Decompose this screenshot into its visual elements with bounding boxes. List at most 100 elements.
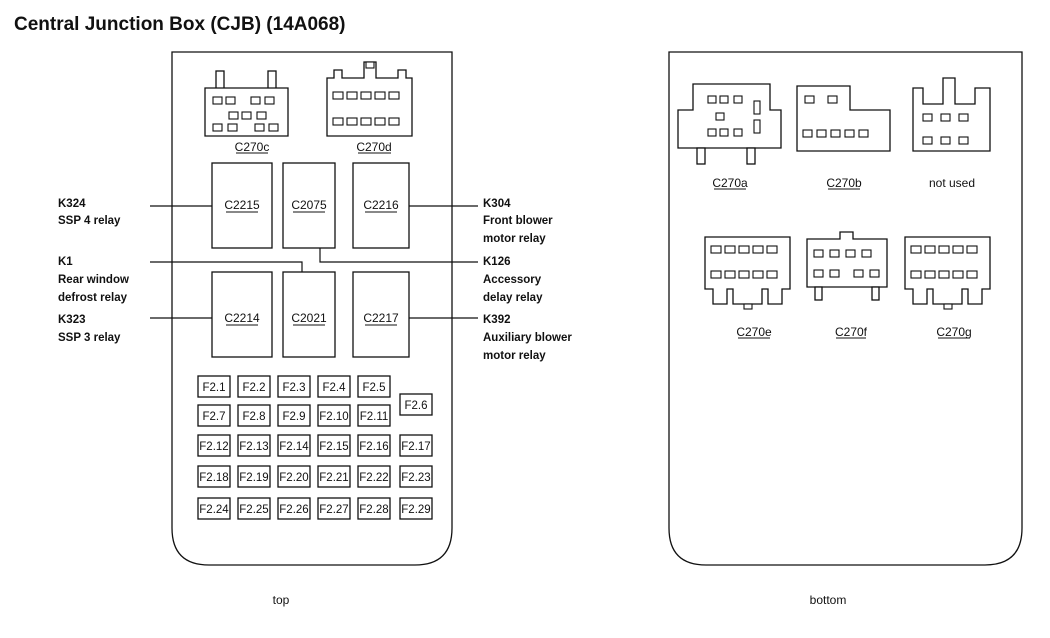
callout-id: K324 bbox=[58, 198, 86, 210]
fuse-label: F2.29 bbox=[401, 504, 430, 516]
fuse: F2.13 bbox=[237, 434, 271, 457]
fuse: F2.1 bbox=[197, 375, 231, 398]
relay-c2075: C2075 bbox=[282, 162, 336, 249]
fuse: F2.8 bbox=[237, 404, 271, 427]
fuse: F2.5 bbox=[357, 375, 391, 398]
fuse-box bbox=[399, 497, 433, 520]
fuse: F2.26 bbox=[277, 497, 311, 520]
fuse-box bbox=[357, 434, 391, 457]
callout-k1: K1 Rear window defrost relay bbox=[58, 256, 129, 304]
connector-c270d: C270d bbox=[326, 61, 413, 154]
fuse-label: F2.22 bbox=[359, 472, 388, 484]
connector-label-c270f: C270f bbox=[835, 325, 868, 339]
leader-lines bbox=[150, 205, 478, 319]
callout-desc: Rear window bbox=[58, 274, 129, 286]
connector-c270g: C270g bbox=[904, 236, 991, 339]
fuse-box bbox=[237, 465, 271, 488]
relay-c2021: C2021 bbox=[282, 271, 336, 358]
connector-c270e: C270e bbox=[704, 236, 791, 339]
connector-label-not-used: not used bbox=[929, 176, 975, 190]
fuse-box bbox=[277, 375, 311, 398]
view-label-bottom: bottom bbox=[810, 593, 847, 607]
connector-label-c270e: C270e bbox=[736, 325, 772, 339]
connector-label-c270c: C270c bbox=[235, 140, 270, 154]
relay-label-c2217: C2217 bbox=[363, 311, 399, 325]
connector-c270c: C270c bbox=[204, 70, 289, 154]
fuse: F2.24 bbox=[197, 497, 231, 520]
callout-k392: K392 Auxiliary blower motor relay bbox=[483, 314, 572, 362]
relay-label-c2215: C2215 bbox=[224, 198, 260, 212]
fuse-label: F2.10 bbox=[319, 411, 348, 423]
fuse-label: F2.15 bbox=[319, 441, 348, 453]
relay-c2215: C2215 bbox=[211, 162, 273, 249]
callout-desc: SSP 3 relay bbox=[58, 332, 121, 344]
callout-id: K1 bbox=[58, 256, 73, 268]
fuse-box bbox=[317, 375, 351, 398]
callout-id: K304 bbox=[483, 198, 511, 210]
fuse-label: F2.27 bbox=[319, 504, 348, 516]
callout-k323: K323 SSP 3 relay bbox=[58, 314, 121, 344]
fuse-label: F2.8 bbox=[242, 411, 265, 423]
connector-label-c270a: C270a bbox=[712, 176, 748, 190]
fuse: F2.7 bbox=[197, 404, 231, 427]
fuse-box bbox=[237, 375, 271, 398]
fuse-box bbox=[277, 465, 311, 488]
fuse-label: F2.4 bbox=[322, 382, 346, 394]
relay-c2216: C2216 bbox=[352, 162, 410, 249]
fuse: F2.21 bbox=[317, 465, 351, 488]
fuse: F2.11 bbox=[357, 404, 391, 427]
callout-id: K392 bbox=[483, 314, 511, 326]
callout-k126: K126 Accessory delay relay bbox=[483, 256, 543, 304]
fuse-label: F2.7 bbox=[202, 411, 225, 423]
relay-label-c2075: C2075 bbox=[291, 198, 327, 212]
relay-label-c2216: C2216 bbox=[363, 198, 399, 212]
callout-desc: SSP 4 relay bbox=[58, 215, 121, 227]
relay-c2217: C2217 bbox=[352, 271, 410, 358]
fuse-label: F2.9 bbox=[282, 411, 305, 423]
callout-desc: defrost relay bbox=[58, 292, 128, 304]
fuse-box bbox=[357, 404, 391, 427]
fuse-label: F2.6 bbox=[404, 400, 427, 412]
connector-c270f: C270f bbox=[806, 231, 888, 339]
callout-desc: motor relay bbox=[483, 350, 546, 362]
connector-label-c270b: C270b bbox=[826, 176, 862, 190]
fuse: F2.6 bbox=[399, 393, 433, 416]
fuse-label: F2.1 bbox=[202, 382, 225, 394]
callout-desc: delay relay bbox=[483, 292, 543, 304]
callout-k324: K324 SSP 4 relay bbox=[58, 198, 121, 227]
fuse: F2.27 bbox=[317, 497, 351, 520]
fuse-box bbox=[357, 375, 391, 398]
bottom-view-panel bbox=[668, 51, 1023, 566]
fuse-label: F2.21 bbox=[319, 472, 348, 484]
fuse-label: F2.17 bbox=[401, 441, 430, 453]
fuse-label: F2.11 bbox=[360, 411, 389, 423]
fuse-box bbox=[277, 497, 311, 520]
fuse-box bbox=[317, 434, 351, 457]
fuse: F2.23 bbox=[399, 465, 433, 488]
fuse-box bbox=[317, 404, 351, 427]
relay-label-c2021: C2021 bbox=[291, 311, 327, 325]
connector-not-used: not used bbox=[912, 77, 991, 190]
fuse-box bbox=[277, 404, 311, 427]
fuse-label: F2.28 bbox=[359, 504, 388, 516]
view-label-top: top bbox=[273, 593, 290, 607]
fuse-box bbox=[237, 497, 271, 520]
fuse-box bbox=[317, 465, 351, 488]
fuse-label: F2.25 bbox=[239, 504, 268, 516]
callout-desc: motor relay bbox=[483, 233, 546, 245]
diagram-title: Central Junction Box (CJB) (14A068) bbox=[14, 14, 346, 35]
connector-c270a: C270a bbox=[677, 83, 782, 190]
fuse: F2.15 bbox=[317, 434, 351, 457]
fuse-box bbox=[197, 434, 231, 457]
fuse: F2.22 bbox=[357, 465, 391, 488]
fuse: F2.12 bbox=[197, 434, 231, 457]
fuse-box bbox=[197, 404, 231, 427]
callout-desc: Front blower bbox=[483, 215, 553, 227]
fuse: F2.4 bbox=[317, 375, 351, 398]
fuse-box bbox=[357, 497, 391, 520]
fuse-box bbox=[197, 497, 231, 520]
callout-desc: Accessory bbox=[483, 274, 542, 286]
fuse: F2.14 bbox=[277, 434, 311, 457]
fuse-label: F2.23 bbox=[401, 472, 430, 484]
